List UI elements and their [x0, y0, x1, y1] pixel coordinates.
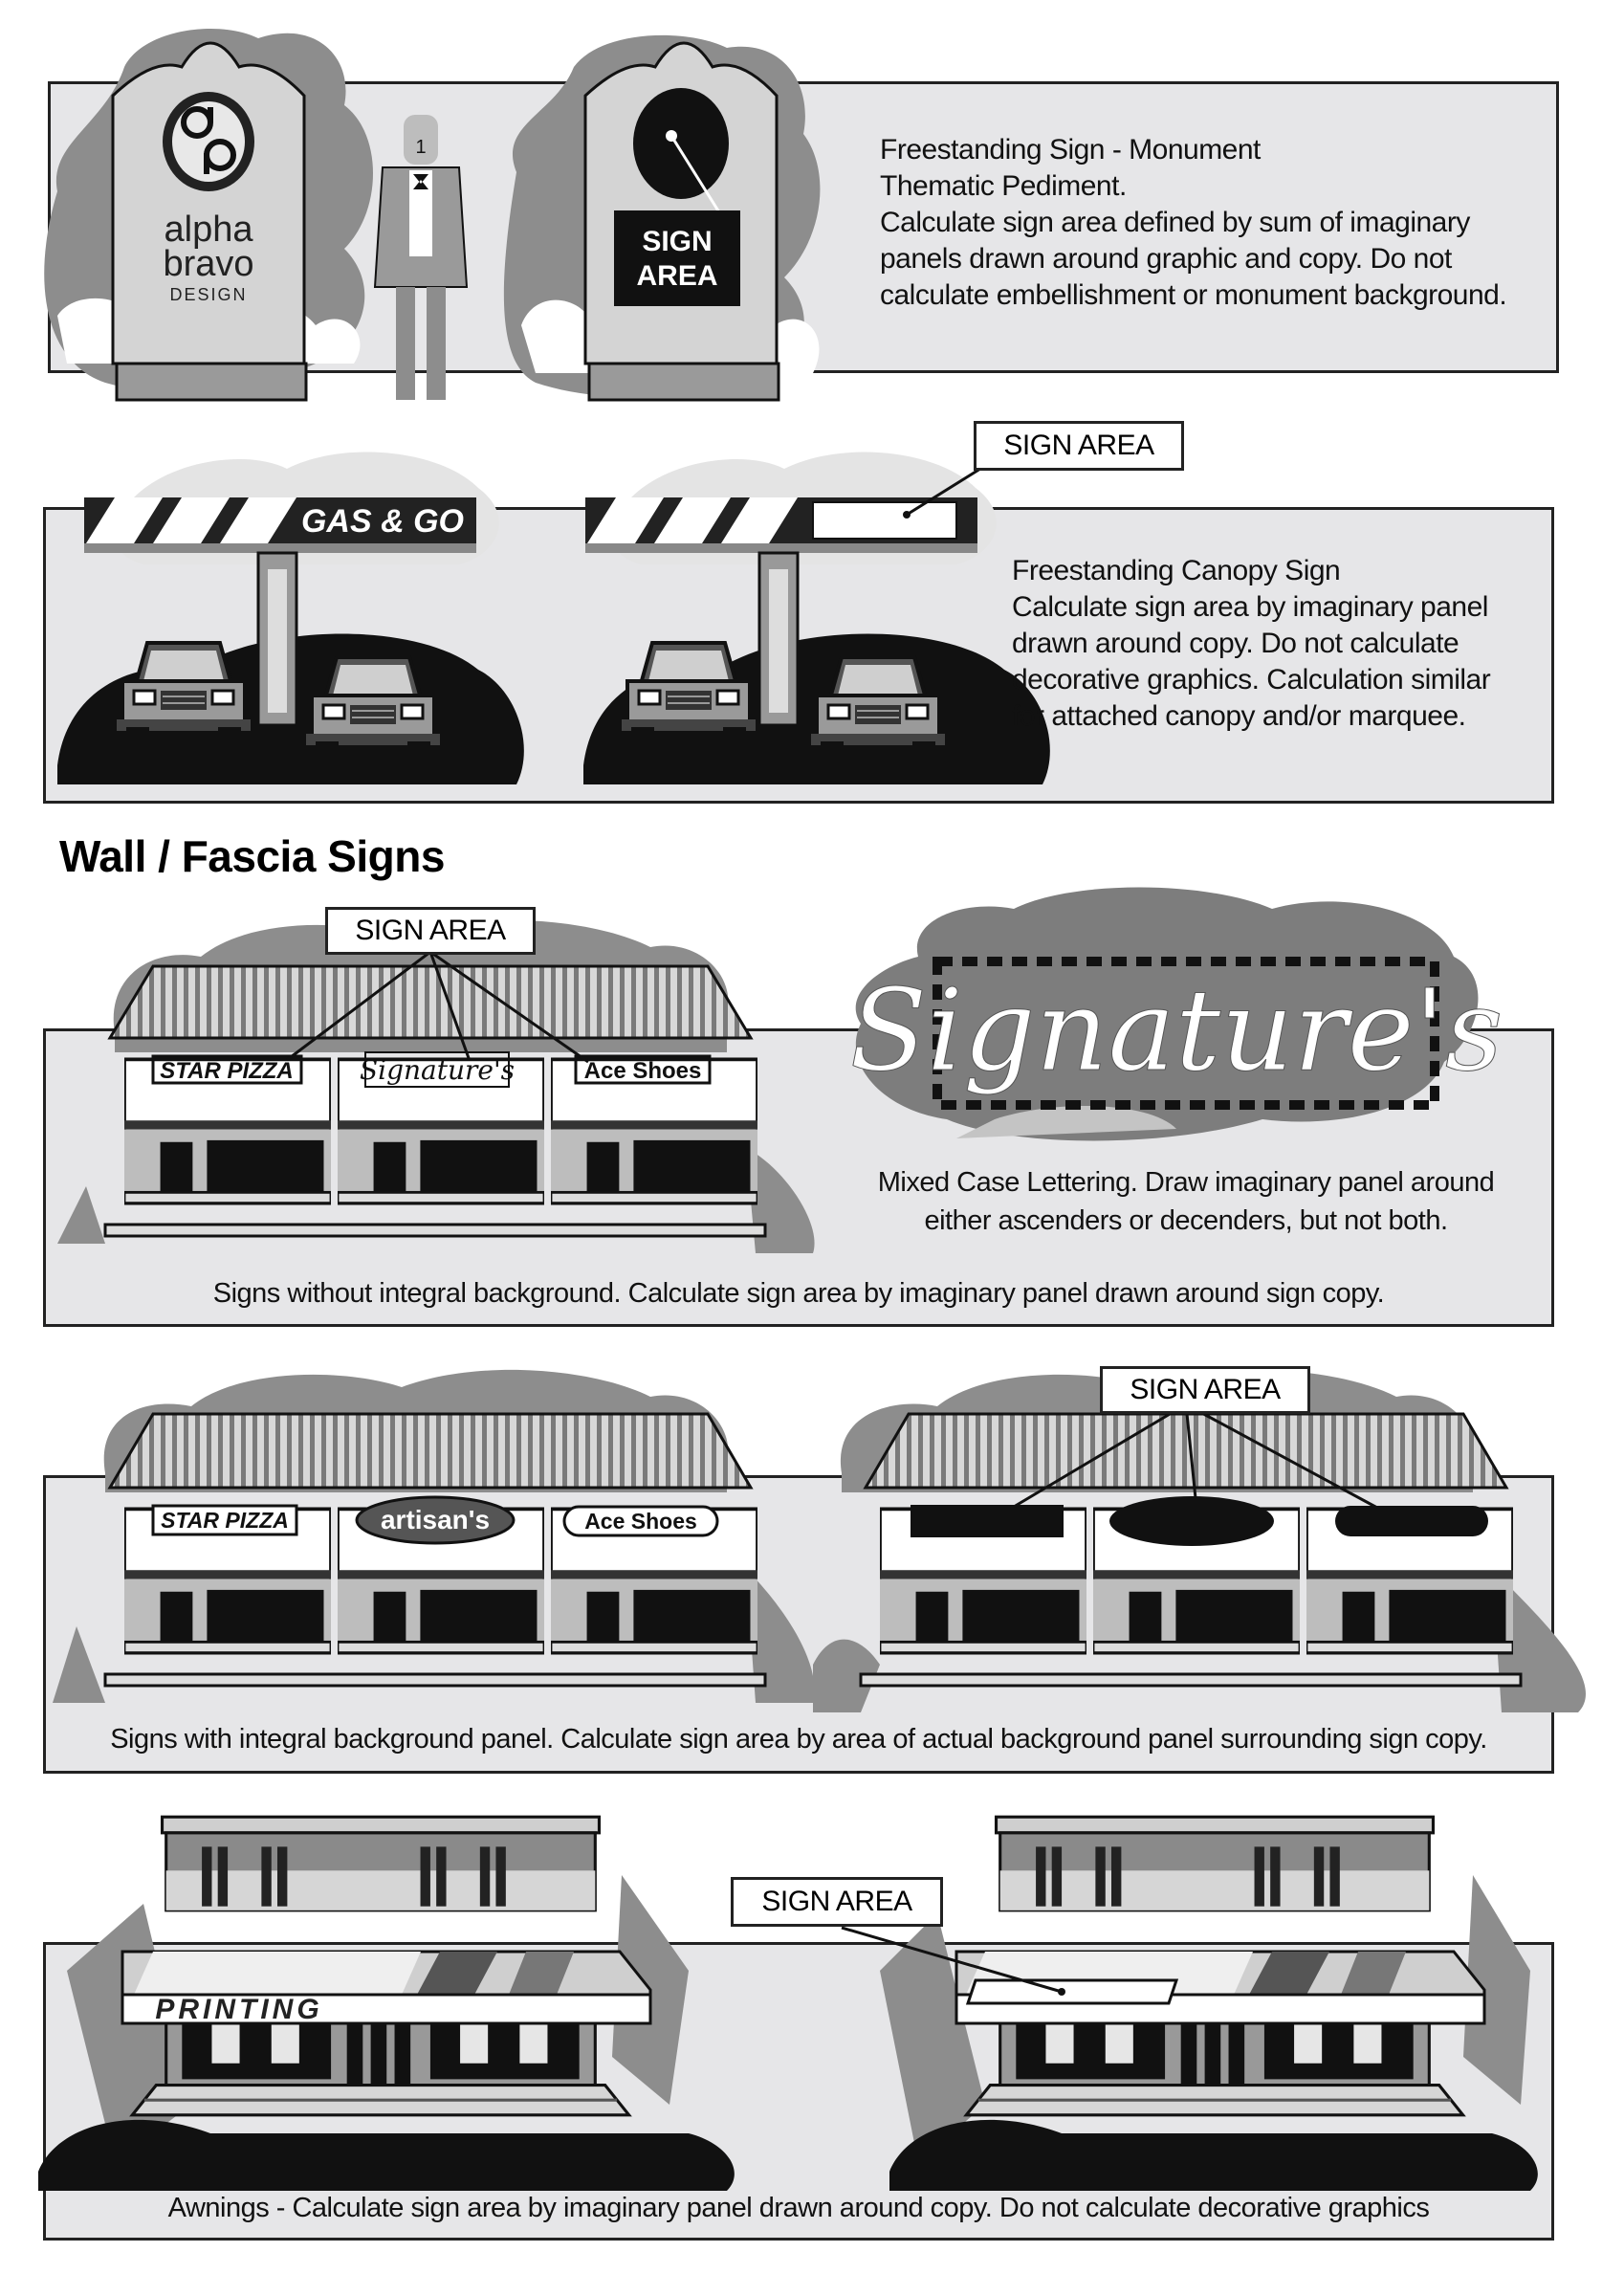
- sign-panel-oval: [1109, 1496, 1274, 1546]
- store-sign-star-pizza: STAR PIZZA: [161, 1508, 289, 1533]
- awning-sign-area: [965, 1978, 1179, 2005]
- person-figure: 1: [373, 115, 469, 400]
- desc-line: calculate embellishment or monument back…: [880, 279, 1507, 311]
- section-heading: Wall / Fascia Signs: [59, 831, 445, 881]
- logo-design: DESIGN: [169, 285, 247, 304]
- store-sign-star-pizza: STAR PIZZA: [160, 1058, 294, 1084]
- desc-line: for attached canopy and/or marquee.: [1012, 700, 1466, 732]
- desc-line: Calculate sign area by imaginary panel: [1012, 591, 1488, 623]
- desc-line: Calculate sign area defined by sum of im…: [880, 207, 1470, 238]
- canopy-description: Freestanding Canopy Sign Calculate sign …: [1012, 553, 1547, 735]
- desc-line: drawn around copy. Do not calculate: [1012, 628, 1459, 659]
- awning-sign-area-callout: SIGN AREA: [731, 1877, 943, 1927]
- canopy-sign-area-callout: SIGN AREA: [974, 421, 1184, 471]
- awning-footer: Awnings - Calculate sign area by imagina…: [167, 2193, 1430, 2223]
- desc-line: panels drawn around graphic and copy. Do…: [880, 243, 1452, 275]
- desc-line: Freestanding Canopy Sign: [1012, 555, 1341, 586]
- note-line: Mixed Case Lettering. Draw imaginary pan…: [877, 1167, 1495, 1198]
- big-signature-sign: Signature's: [849, 964, 1503, 1096]
- graphic-area-oval: [633, 88, 729, 199]
- mixed-case-sign-panel: [933, 957, 1439, 1110]
- monument-description: Freestanding Sign - Monument Thematic Pe…: [880, 132, 1540, 314]
- figure-label: 1: [415, 137, 426, 158]
- desc-line: Freestanding Sign - Monument: [880, 134, 1261, 166]
- canopy-sign-area: [812, 501, 957, 540]
- store-sign-artisans: artisan's: [381, 1505, 490, 1534]
- store-sign-signatures: Signature's: [360, 1054, 515, 1086]
- sign-area-box: [614, 210, 740, 306]
- wall-sign-area-callout: SIGN AREA: [325, 907, 536, 955]
- no-background-footer: Signs without integral background. Calcu…: [212, 1278, 1385, 1309]
- desc-line: decorative graphics. Calculation similar: [1012, 664, 1491, 695]
- awning-text: PRINTING: [155, 1994, 322, 2025]
- integral-sign-area-callout: SIGN AREA: [1100, 1366, 1310, 1414]
- integral-background-footer: Signs with integral background panel. Ca…: [110, 1724, 1487, 1755]
- sign-panel-rounded: [1335, 1506, 1488, 1536]
- desc-line: Thematic Pediment.: [880, 170, 1127, 202]
- logo-bravo: bravo: [163, 244, 253, 284]
- mixed-case-note: Mixed Case Lettering. Draw imaginary pan…: [842, 1163, 1530, 1240]
- store-sign-ace-shoes: Ace Shoes: [584, 1058, 702, 1084]
- sign-panel-rect: [911, 1505, 1064, 1537]
- logo-alpha: alpha: [165, 210, 254, 250]
- canopy-text: GAS & GO: [301, 503, 464, 540]
- store-sign-ace-shoes: Ace Shoes: [584, 1509, 697, 1534]
- sign-box-line2: AREA: [636, 260, 717, 292]
- note-line: either ascenders or decenders, but not b…: [924, 1205, 1448, 1236]
- sign-box-line1: SIGN: [642, 226, 712, 257]
